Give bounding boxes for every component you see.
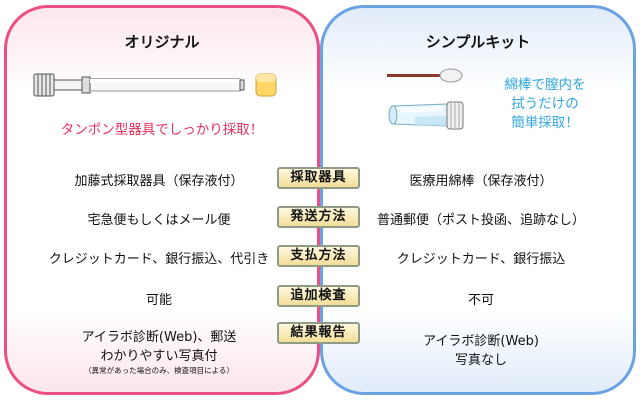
simple-kit-collection-device: 医療用綿棒（保存液付） <box>409 174 553 189</box>
original-payment-method: クレジットカード、銀行振込、代引き <box>48 252 270 267</box>
simple-kit-tagline-line: 簡単採取！ <box>511 115 579 131</box>
original-panel <box>4 5 320 395</box>
simple-kit-panel <box>320 5 636 395</box>
original-result-report-sub: わかりやすい写真付 <box>100 349 218 364</box>
simple-kit-additional-test: 不可 <box>467 293 494 308</box>
original-result-report: アイラボ診断(Web)、郵送 わかりやすい写真付 （異常があった場合のみ、検査項… <box>24 326 294 376</box>
original-shipping-method: 宅急便もしくはメール便 <box>87 213 231 228</box>
simple-kit-result-report-sub: 写真なし <box>454 353 507 368</box>
original-result-report-main: アイラボ診断(Web)、郵送 <box>81 330 237 345</box>
label-additional-test: 追加検査 <box>277 285 360 307</box>
label-result-report: 結果報告 <box>277 322 360 344</box>
label-payment-method: 支払方法 <box>277 245 360 267</box>
original-title: オリジナル <box>124 33 200 51</box>
original-collection-device: 加藤式採取器具（保存液付） <box>74 174 244 189</box>
simple-kit-tagline-line: 綿棒で膣内を <box>504 77 586 93</box>
simple-kit-shipping-method: 普通郵便（ポスト投函、追跡なし） <box>376 213 585 228</box>
simple-kit-result-report: アイラボ診断(Web) 写真なし <box>356 330 606 368</box>
label-collection-device: 採取器具 <box>277 167 360 189</box>
tampon-applicator-icon <box>33 73 277 97</box>
simple-kit-tagline: 綿棒で膣内を 拭うだけの 簡単採取！ <box>480 76 610 133</box>
simple-kit-result-report-main: アイラボ診断(Web) <box>423 334 539 349</box>
original-tagline: タンポン型器具でしっかり採取！ <box>60 122 264 138</box>
simple-kit-tagline-line: 拭うだけの <box>511 96 579 112</box>
cotton-swab-and-vial-icon <box>387 68 464 130</box>
simple-kit-title: シンプルキット <box>425 33 531 51</box>
original-additional-test: 可能 <box>145 293 172 308</box>
label-shipping-method: 発送方法 <box>277 206 360 228</box>
simple-kit-payment-method: クレジットカード、銀行振込 <box>396 252 566 267</box>
original-result-report-note: （異常があった場合のみ、検査項目による） <box>84 366 234 375</box>
